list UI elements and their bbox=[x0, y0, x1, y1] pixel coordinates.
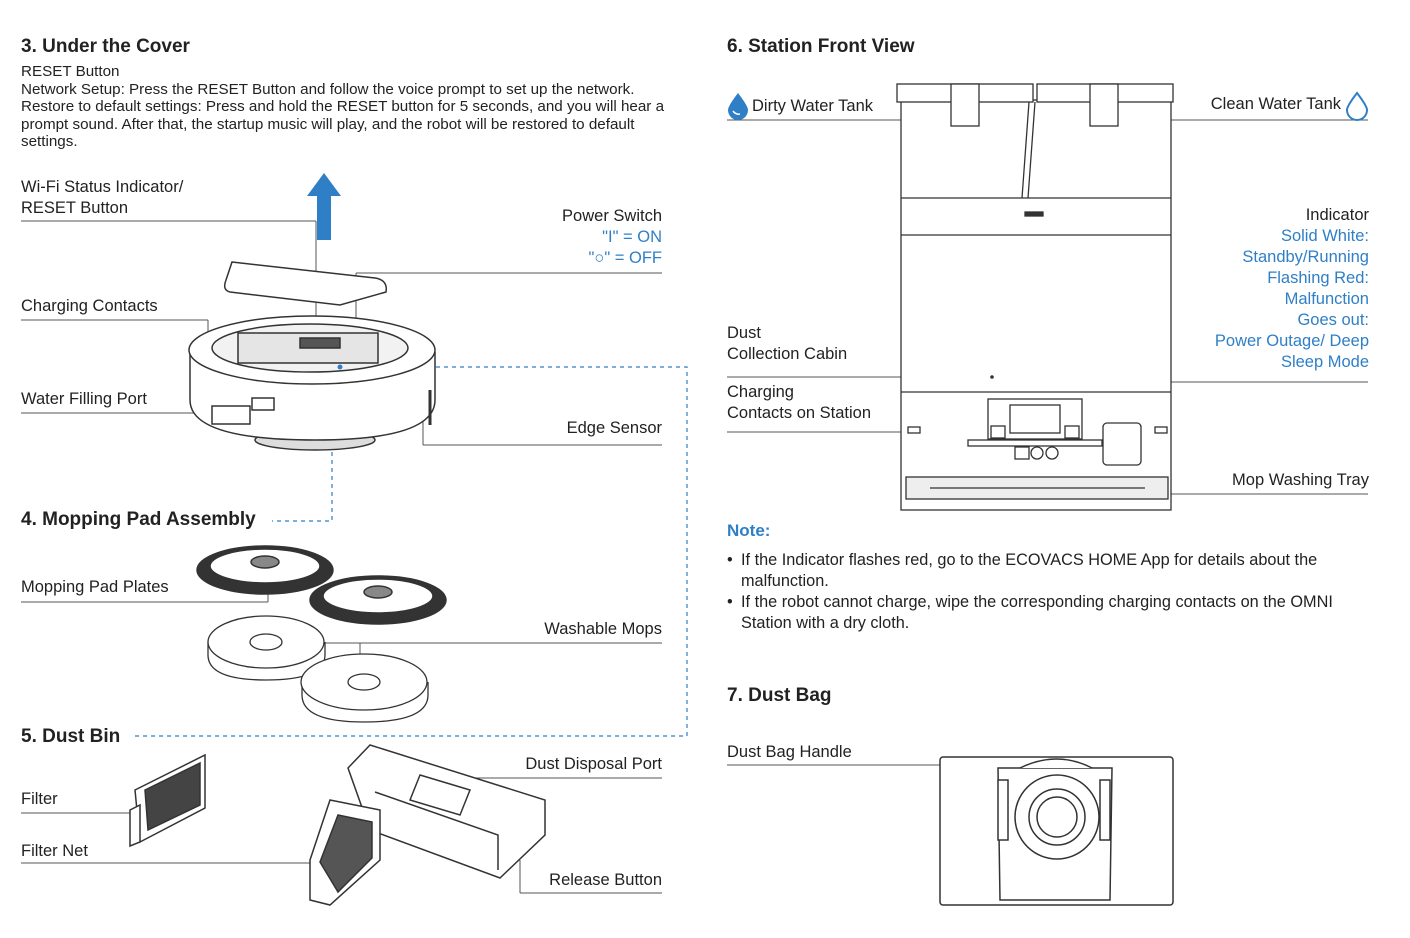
note-list: •If the Indicator flashes red, go to the… bbox=[727, 550, 1372, 634]
dashed-connectors bbox=[132, 366, 688, 737]
edge-sensor-label: Edge Sensor bbox=[566, 419, 662, 437]
indicator-label: Indicator Solid White: Standby/Running F… bbox=[1214, 206, 1369, 371]
water-drop-outline-icon bbox=[1345, 91, 1369, 121]
clean-water-tank-label: Clean Water Tank bbox=[1210, 95, 1341, 113]
charging-contacts-label: Charging Contacts bbox=[21, 297, 158, 315]
washable-mops-label: Washable Mops bbox=[544, 620, 662, 638]
indicator-state: Malfunction bbox=[1284, 290, 1369, 308]
power-switch-label: Power Switch "I" = ON "○" = OFF bbox=[562, 207, 662, 267]
indicator-state: Sleep Mode bbox=[1280, 353, 1369, 371]
release-button-label: Release Button bbox=[549, 871, 662, 889]
section4-heading: 4. Mopping Pad Assembly bbox=[21, 509, 256, 530]
washable-mops bbox=[207, 615, 429, 723]
list-item: •If the robot cannot charge, wipe the co… bbox=[727, 593, 1333, 632]
mop-washing-tray-label: Mop Washing Tray bbox=[1232, 471, 1369, 489]
mopping-pad-plates-label: Mopping Pad Plates bbox=[21, 578, 169, 596]
dust-bag-handle-label: Dust Bag Handle bbox=[727, 743, 852, 761]
dust-disposal-port-label: Dust Disposal Port bbox=[525, 755, 662, 773]
filter-label: Filter bbox=[21, 790, 58, 808]
reset-button-dot bbox=[337, 364, 343, 370]
mopping-pad-plates bbox=[196, 545, 447, 625]
section3-heading: 3. Under the Cover bbox=[21, 36, 190, 57]
note-heading: Note: bbox=[727, 521, 771, 540]
section7-heading: 7. Dust Bag bbox=[727, 685, 832, 706]
dirty-water-tank-label: Dirty Water Tank bbox=[752, 97, 874, 115]
restore-defaults-text: Restore to default settings: Press and h… bbox=[21, 98, 665, 150]
charging-contacts-station-label: Charging Contacts on Station bbox=[727, 383, 872, 422]
list-item: •If the Indicator flashes red, go to the… bbox=[727, 551, 1318, 590]
wifi-status-label: Wi-Fi Status Indicator/ RESET Button bbox=[21, 178, 184, 217]
section5-heading: 5. Dust Bin bbox=[21, 726, 121, 747]
network-setup-text: Network Setup: Press the RESET Button an… bbox=[21, 80, 635, 98]
omni-station bbox=[896, 83, 1174, 511]
up-arrow-icon bbox=[307, 173, 341, 240]
reset-title: RESET Button bbox=[21, 63, 120, 80]
drop-highlight bbox=[732, 110, 741, 115]
robot-vacuum bbox=[188, 315, 436, 451]
robot-cover bbox=[223, 261, 388, 306]
indicator-state: Standby/Running bbox=[1242, 248, 1369, 266]
cabin-dot bbox=[990, 375, 994, 379]
filter-net-label: Filter Net bbox=[21, 842, 88, 860]
indicator-state: Flashing Red: bbox=[1267, 269, 1369, 287]
water-drop-filled-icon bbox=[728, 93, 748, 120]
reset-description: RESET Button Network Setup: Press the RE… bbox=[21, 63, 671, 151]
dust-bag bbox=[939, 756, 1174, 906]
dust-filter bbox=[129, 753, 206, 848]
indicator-state: Solid White: bbox=[1280, 227, 1369, 245]
water-filling-port-label: Water Filling Port bbox=[21, 390, 147, 408]
indicator-state: Power Outage/ Deep bbox=[1214, 332, 1369, 350]
indicator-state: Goes out: bbox=[1297, 311, 1369, 329]
dust-bin bbox=[309, 744, 546, 906]
dust-collection-cabin-label: Dust Collection Cabin bbox=[727, 324, 848, 363]
section6-heading: 6. Station Front View bbox=[727, 36, 915, 57]
